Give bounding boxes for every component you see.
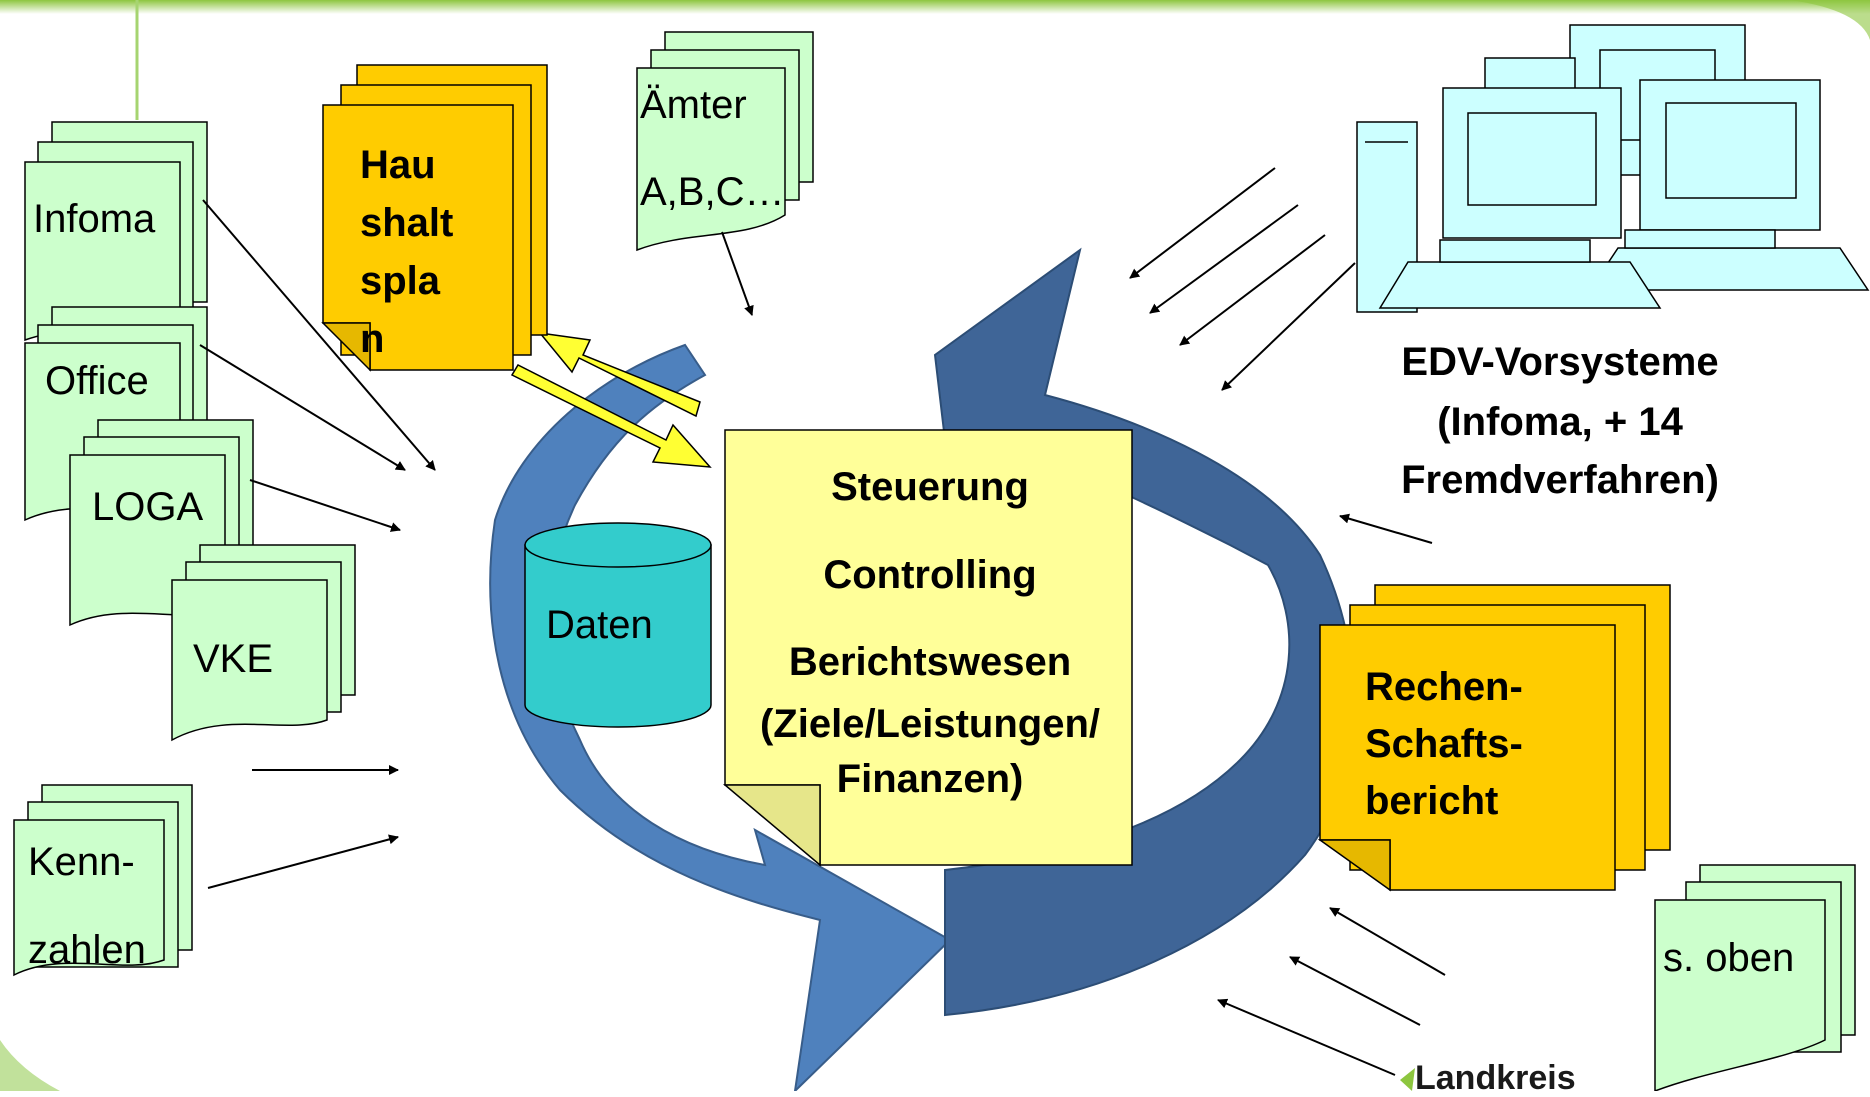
doc-stack-aemter	[636, 31, 814, 252]
doc-stack-rechenschaftsbericht	[1317, 584, 1671, 892]
label-soben: s. oben	[1663, 936, 1795, 980]
doc-stack-infoma	[24, 121, 208, 342]
label-loga: LOGA	[92, 485, 204, 529]
label-haushaltsplan-2: shalt	[360, 201, 454, 245]
database-cylinder	[524, 522, 712, 728]
center-document	[722, 429, 1133, 867]
label-haushaltsplan-1: Hau	[360, 143, 436, 187]
logo-mark	[1400, 1068, 1415, 1091]
label-aemter-1: Ämter	[640, 83, 747, 127]
arrow-to-haushaltsplan	[538, 331, 701, 418]
label-aemter-2: A,B,C…	[640, 170, 785, 214]
label-ziele: (Ziele/Leistungen/	[759, 702, 1101, 746]
computers-icon	[1356, 24, 1870, 313]
label-edv-1: EDV-Vorsysteme	[1401, 340, 1719, 384]
yellow-arrows	[510, 331, 712, 468]
label-infoma: Infoma	[33, 197, 156, 241]
label-rechenschaft-1: Rechen-	[1365, 665, 1523, 709]
connector-arrows	[199, 167, 1446, 1076]
label-rechenschaft-2: Schafts-	[1365, 722, 1523, 766]
label-haushaltsplan-4: n	[360, 317, 385, 361]
label-office: Office	[45, 359, 149, 403]
doc-stack-soben	[1654, 864, 1856, 1091]
label-berichtswesen: Berichtswesen	[788, 640, 1072, 684]
label-kennzahlen-2: zahlen	[28, 928, 146, 972]
label-haushaltsplan-3: spla	[360, 259, 441, 303]
arrow-to-center	[510, 364, 712, 468]
doc-stack-haushaltsplan	[321, 64, 548, 372]
label-finanzen: Finanzen)	[836, 757, 1024, 801]
label-rechenschaft-3: bericht	[1365, 779, 1499, 823]
label-vke: VKE	[193, 637, 274, 681]
label-controlling: Controlling	[823, 553, 1037, 597]
label-daten: Daten	[546, 603, 653, 647]
logo-text: Landkreis	[1415, 1059, 1576, 1097]
label-edv-2: (Infoma, + 14	[1437, 400, 1683, 444]
label-edv-3: Fremdverfahren)	[1401, 458, 1719, 502]
cycle-arrow-left	[489, 343, 952, 1091]
doc-stack-vke	[171, 544, 356, 742]
label-steuerung: Steuerung	[831, 465, 1029, 509]
label-kennzahlen-1: Kenn-	[28, 840, 135, 884]
doc-stack-kennzahlen	[13, 784, 193, 977]
